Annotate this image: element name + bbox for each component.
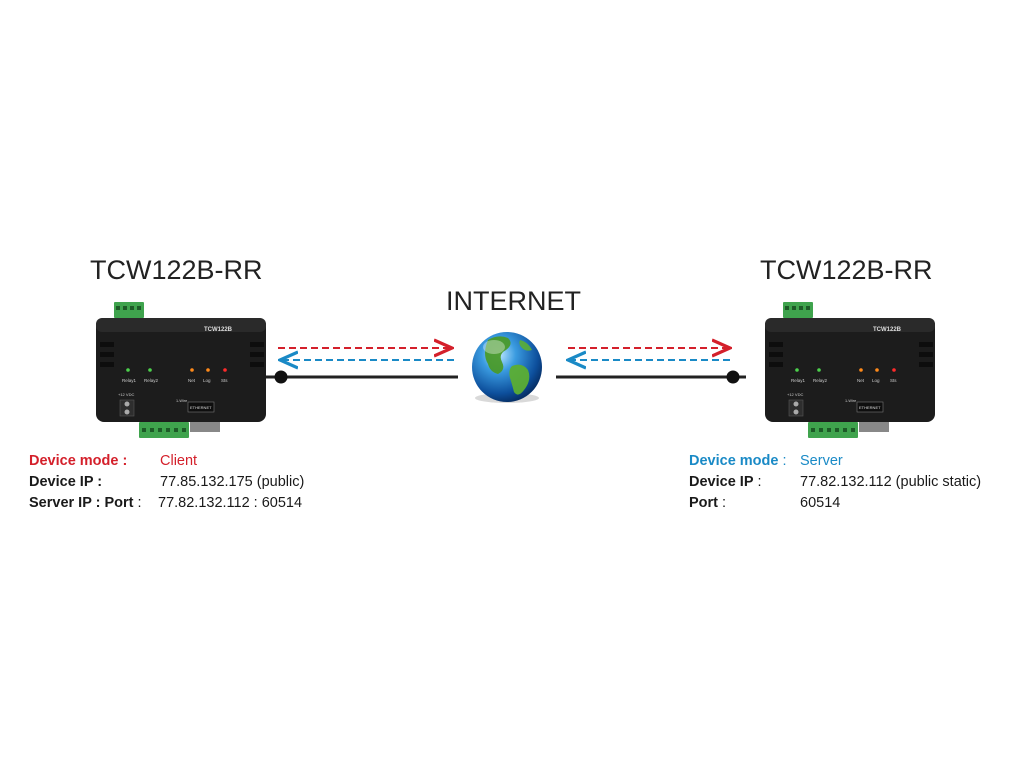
relay1-label: Relay1 <box>791 378 806 383</box>
right-mode-value: Server <box>800 453 843 469</box>
left-link-node <box>274 370 288 384</box>
speed-label: 1-Wire <box>845 399 856 403</box>
left-mode-value: Client <box>160 453 198 469</box>
net-label: Net <box>188 378 196 383</box>
left-server-sep: : <box>133 495 142 511</box>
right-mode-label: Device mode <box>689 453 779 469</box>
right-ip-label: Device IP <box>689 474 754 490</box>
log-label: Log <box>872 378 880 383</box>
relay1-label: Relay1 <box>122 378 137 383</box>
right-link-node <box>726 370 740 384</box>
device-model-label: TCW122B <box>204 327 233 333</box>
top-terminal-block <box>783 302 813 318</box>
right-ip-value: 77.82.132.112 (public static) <box>800 474 982 490</box>
left-server-label-group: Server IP : Port : <box>29 493 142 514</box>
right-port-value: 60514 <box>800 495 841 511</box>
right-mode-row: Device mode : Server <box>689 451 1019 472</box>
right-device-title: TCW122B-RR <box>760 255 933 285</box>
right-device-info: Device mode : Server Device IP : 77.82.1… <box>689 451 1019 514</box>
right-mode-label-group: Device mode : <box>689 451 787 472</box>
right-port-sep: : <box>718 495 727 511</box>
left-ip-value: 77.85.132.175 (public) <box>160 474 305 490</box>
power-label: +12 VDC <box>787 392 803 397</box>
left-server-label: Server IP : Port <box>29 495 134 511</box>
sts-label: Sts <box>890 378 897 383</box>
left-device-info: Device mode : Client Device IP : 77.85.1… <box>29 451 359 514</box>
bottom-terminal-block <box>139 422 189 438</box>
left-mode-label: Device mode : <box>29 453 128 469</box>
left-server-row: Server IP : Port : 77.82.132.112 : 60514 <box>29 493 359 514</box>
net-label: Net <box>857 378 865 383</box>
left-server-value: 77.82.132.112 : 60514 <box>158 495 303 511</box>
speed-label: 1-Wire <box>176 399 187 403</box>
ethernet-label: ETHERNET <box>859 405 881 410</box>
bottom-terminal-block <box>808 422 858 438</box>
top-terminal-block <box>114 302 144 318</box>
right-ip-label-group: Device IP : <box>689 472 762 493</box>
right-port-row: Port : 60514 <box>689 493 1019 514</box>
left-ip-label: Device IP : <box>29 474 103 490</box>
right-ip-row: Device IP : 77.82.132.112 (public static… <box>689 472 1019 493</box>
right-mode-sep: : <box>778 453 787 469</box>
relay2-label: Relay2 <box>813 378 828 383</box>
globe-icon <box>472 332 542 403</box>
power-label: +12 VDC <box>118 392 134 397</box>
right-port-label-group: Port : <box>689 493 726 514</box>
left-mode-row: Device mode : Client <box>29 451 359 472</box>
left-device-title: TCW122B-RR <box>90 255 263 285</box>
internet-label: INTERNET <box>446 286 581 316</box>
right-port-label: Port <box>689 495 718 511</box>
left-ip-row: Device IP : 77.85.132.175 (public) <box>29 472 359 493</box>
sts-label: Sts <box>221 378 228 383</box>
left-device-image: TCW122B Relay1 Relay2 Net Log Sts +12 VD… <box>94 300 269 445</box>
relay2-label: Relay2 <box>144 378 159 383</box>
right-ip-sep: : <box>753 474 762 490</box>
device-model-label: TCW122B <box>873 327 902 333</box>
ethernet-label: ETHERNET <box>190 405 212 410</box>
right-device-image: TCW122B Relay1 Relay2 Net Log Sts +12 VD… <box>763 300 938 445</box>
log-label: Log <box>203 378 211 383</box>
